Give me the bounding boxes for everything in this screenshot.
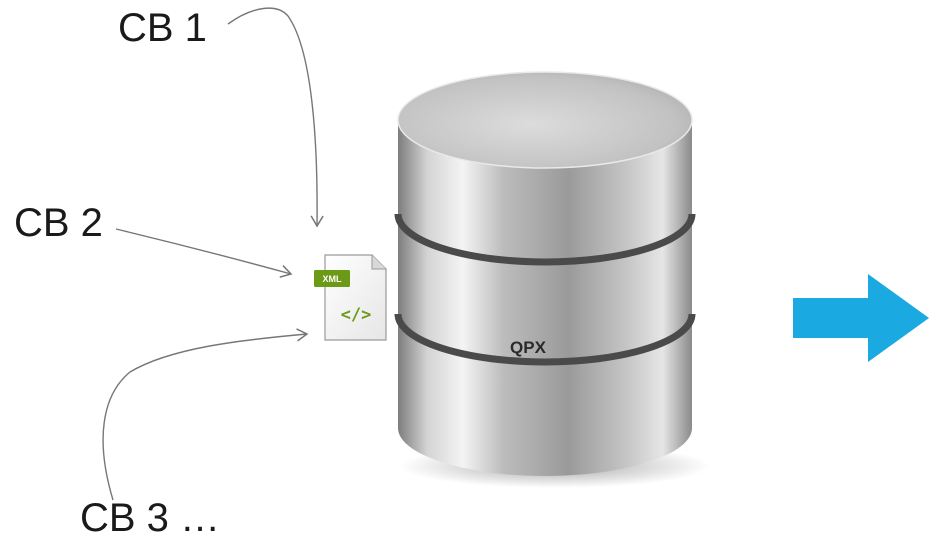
connector-cb3 xyxy=(102,328,309,501)
xml-file-tag: XML xyxy=(323,274,343,284)
database-icon: QPX xyxy=(394,71,710,488)
cb1-label: CB 1 xyxy=(118,6,207,50)
cb2-label: CB 2 xyxy=(14,201,103,245)
connector-cb2 xyxy=(115,228,293,278)
cb3-label: CB 3 … xyxy=(80,496,221,540)
connector-cb1 xyxy=(227,7,324,228)
xml-file-code: </> xyxy=(341,305,372,325)
database-label: QPX xyxy=(510,338,547,357)
right-arrow-icon xyxy=(793,274,929,362)
xml-file-icon: XML </> xyxy=(314,254,387,341)
